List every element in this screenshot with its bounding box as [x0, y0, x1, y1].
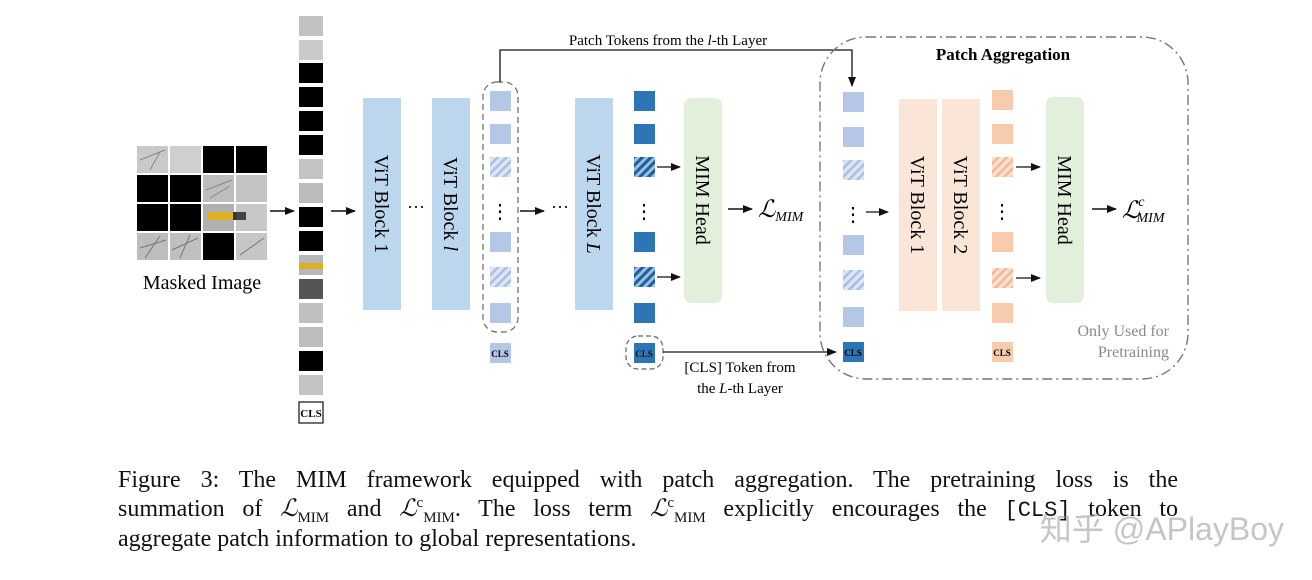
masked-image: [137, 146, 267, 260]
input-cls-token-label: CLS: [300, 408, 321, 420]
vdots-1: ⋮: [490, 201, 510, 223]
vdots-4: ⋮: [992, 201, 1012, 223]
layer-l-cls-token: [490, 343, 511, 363]
vit-block-L: [575, 98, 613, 310]
aggregation-output-tokens: [992, 90, 1013, 323]
patch-aggregation-region: [819, 36, 1189, 380]
patch-tokens-connector: [499, 49, 856, 87]
layer-L-cls-token: [634, 343, 655, 363]
loss-mim: ℒMIM: [758, 197, 805, 225]
vit-block-l: [432, 98, 470, 310]
vit-block-1-label: ViT Block 1: [370, 155, 392, 253]
aggregation-cls-label: CLS: [844, 348, 862, 358]
agg-vit-block-2-label: ViT Block 2: [949, 156, 971, 254]
aggregation-output-cls: [992, 342, 1013, 362]
layer-L-patch-tokens: [634, 91, 655, 323]
watermark: 知乎 @APlayBoy: [1039, 511, 1284, 547]
cls-token-label-line2: the L-th Layer: [697, 381, 783, 397]
mim-head-label: MIM Head: [691, 155, 713, 244]
patch-aggregation-title: Patch Aggregation: [936, 45, 1071, 64]
patch-tokens-label: Patch Tokens from the l-th Layer: [569, 33, 767, 49]
mim-framework-diagram: Masked Image CLS ViT Block 1 ··· ViT Blo…: [137, 16, 1189, 424]
caption-line-1: Figure 3: The MIM framework equipped wit…: [118, 467, 1178, 493]
vit-block-L-label: ViT Block L: [582, 154, 604, 254]
token-sequence: [298, 16, 324, 424]
aggregation-input-tokens: [843, 92, 864, 327]
agg-vit-block-1: [899, 99, 937, 311]
agg-vit-block-1-label: ViT Block 1: [906, 156, 928, 254]
vit-block-l-label: ViT Block l: [439, 157, 461, 251]
ellipsis-1: ···: [407, 197, 425, 217]
mim-head: [684, 98, 722, 303]
vdots-3: ⋮: [843, 204, 863, 226]
aggregation-output-cls-label: CLS: [993, 348, 1011, 358]
vdots-2: ⋮: [634, 201, 654, 223]
cls-token-label-line1: [CLS] Token from: [684, 360, 795, 376]
ellipsis-2: ···: [551, 197, 569, 217]
caption-line-2: summation of ℒMIM and ℒcMIM. The loss te…: [118, 495, 1179, 526]
aggregation-cls-token: [843, 342, 864, 362]
figure-caption: Figure 3: The MIM framework equipped wit…: [118, 466, 1178, 554]
layer-L-cls-label: CLS: [635, 349, 653, 359]
only-used-note-line1: Only Used for: [1077, 323, 1169, 340]
layer-l-patch-tokens: [490, 91, 511, 323]
agg-vit-block-2: [942, 99, 980, 311]
caption-line-3: aggregate patch information to global re…: [118, 526, 637, 552]
only-used-note-line2: Pretraining: [1098, 344, 1169, 361]
agg-mim-head: [1046, 97, 1084, 303]
agg-mim-head-label: MIM Head: [1053, 155, 1075, 244]
vit-block-1: [363, 98, 401, 310]
layer-l-cls-label: CLS: [491, 349, 509, 359]
masked-image-label: Masked Image: [143, 272, 261, 294]
